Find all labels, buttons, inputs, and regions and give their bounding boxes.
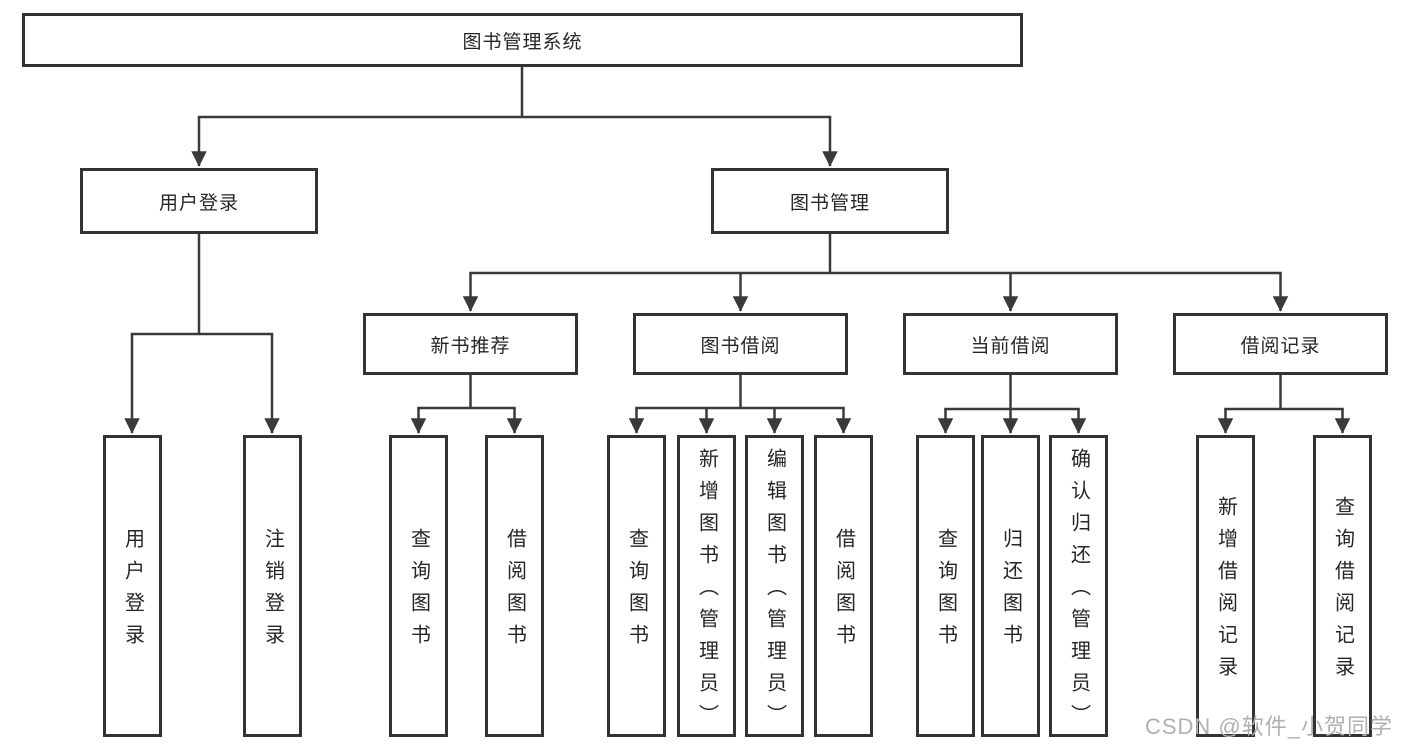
node-user-login: 用户登录 [80, 168, 318, 234]
leaf-query-borrow-record-label: 查询借阅记录 [1331, 496, 1354, 688]
leaf-newbooks-borrow: 借阅图书 [485, 435, 544, 737]
leaf-newbooks-borrow-label: 借阅图书 [503, 528, 526, 656]
connector-book-mgmt-to-level3 [462, 234, 1289, 312]
leaf-add-borrow-record-label: 新增借阅记录 [1214, 496, 1237, 688]
leaf-current-query: 查询图书 [916, 435, 975, 737]
leaf-logout: 注销登录 [243, 435, 302, 737]
connector-borrow-records-to-leaves [1217, 375, 1351, 434]
watermark-text: CSDN @软件_小贺同学 [1144, 714, 1393, 739]
connector-book-borrow-to-leaves [628, 375, 852, 434]
leaf-borrow-query: 查询图书 [607, 435, 666, 737]
leaf-borrow-books: 借阅图书 [814, 435, 873, 737]
leaf-borrow-query-label: 查询图书 [625, 528, 648, 656]
leaf-current-query-label: 查询图书 [934, 528, 957, 656]
node-root: 图书管理系统 [22, 13, 1023, 67]
node-new-books: 新书推荐 [363, 313, 578, 375]
leaf-confirm-return-admin: 确认归还（管理员） [1049, 435, 1108, 737]
node-book-mgmt: 图书管理 [711, 168, 949, 234]
leaf-return-books-label: 归还图书 [999, 528, 1022, 656]
leaf-add-books-admin-label: 新增图书（管理员） [695, 448, 718, 736]
connector-root-to-level2 [191, 67, 838, 167]
leaf-newbooks-query-label: 查询图书 [407, 528, 430, 656]
leaf-user-login: 用户登录 [103, 435, 162, 737]
connector-current-borrow-to-leaves [937, 375, 1087, 434]
node-current-borrow: 当前借阅 [903, 313, 1118, 375]
node-borrow-records: 借阅记录 [1173, 313, 1388, 375]
leaf-logout-label: 注销登录 [261, 528, 284, 656]
node-book-borrow: 图书借阅 [633, 313, 848, 375]
connector-new-books-to-leaves [410, 375, 523, 434]
leaf-borrow-books-label: 借阅图书 [832, 528, 855, 656]
leaf-edit-books-admin: 编辑图书（管理员） [745, 435, 804, 737]
leaf-add-books-admin: 新增图书（管理员） [677, 435, 736, 737]
leaf-edit-books-admin-label: 编辑图书（管理员） [763, 448, 786, 736]
leaf-query-borrow-record: 查询借阅记录 [1313, 435, 1372, 737]
connector-user-login-to-leaves [124, 234, 280, 434]
leaf-newbooks-query: 查询图书 [389, 435, 448, 737]
leaf-user-login-label: 用户登录 [121, 528, 144, 656]
leaf-return-books: 归还图书 [981, 435, 1040, 737]
leaf-add-borrow-record: 新增借阅记录 [1196, 435, 1255, 737]
leaf-confirm-return-admin-label: 确认归还（管理员） [1067, 448, 1090, 736]
